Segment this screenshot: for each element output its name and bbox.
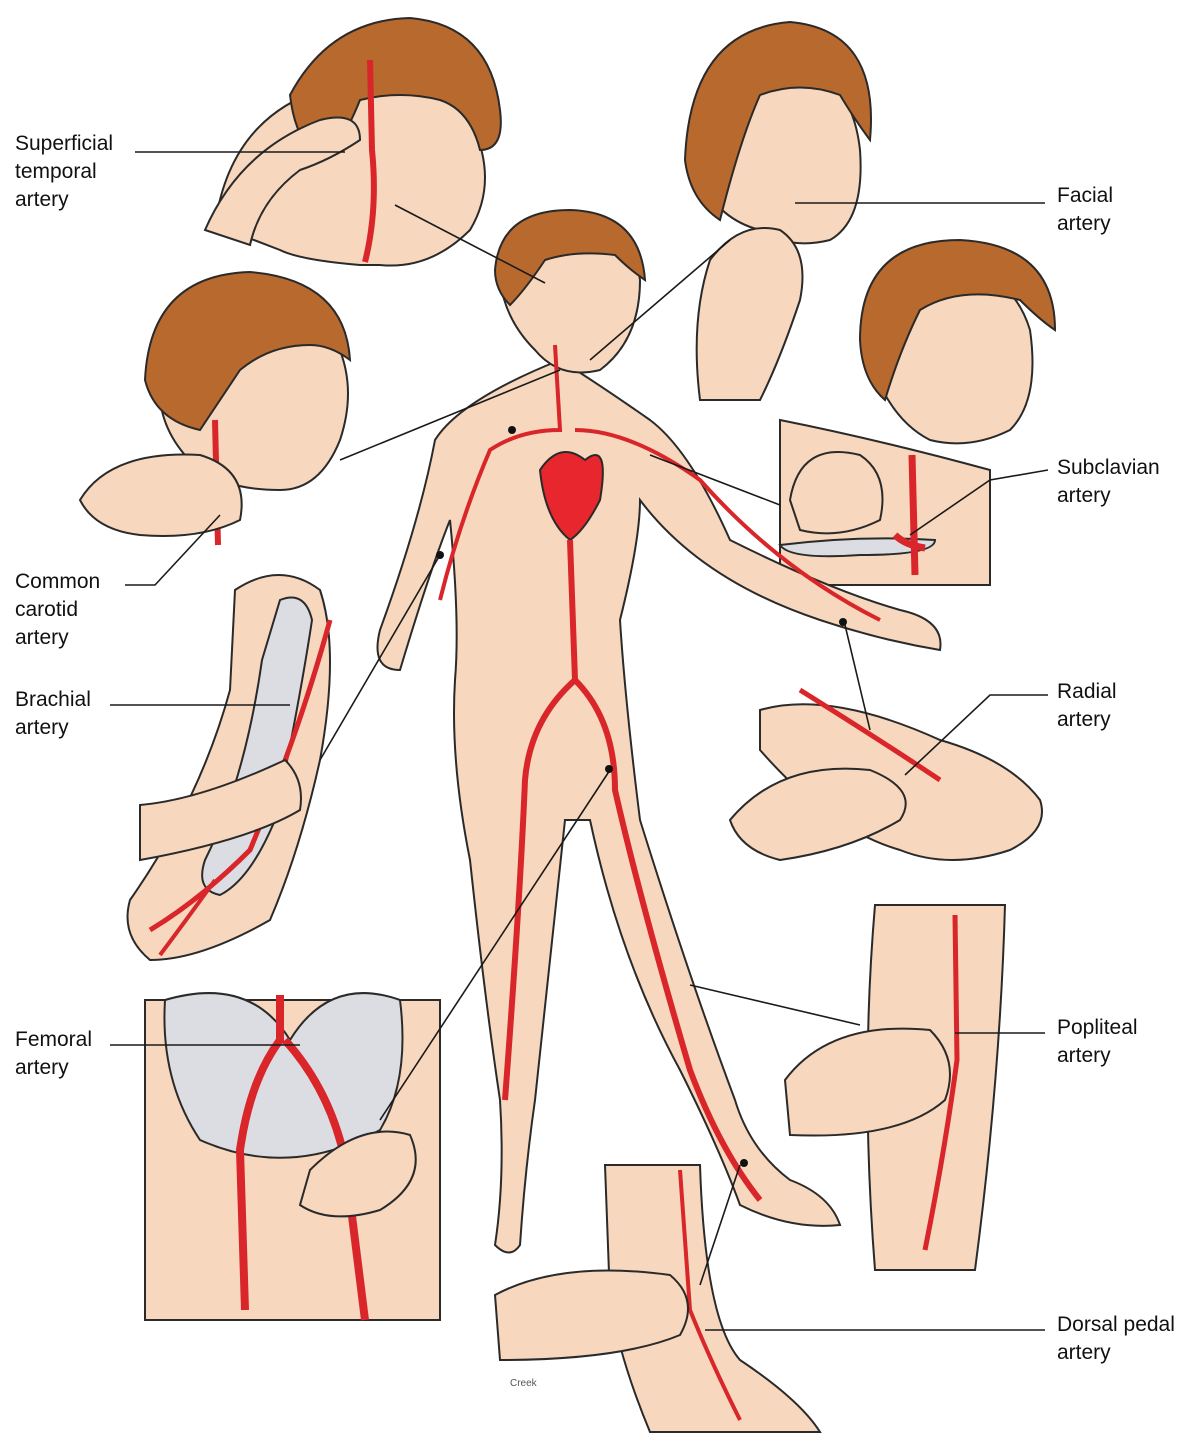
label-line: Superficial bbox=[15, 130, 113, 158]
subclavian-head-illustration bbox=[780, 240, 1055, 585]
artist-credit: Creek bbox=[510, 1378, 537, 1389]
label-line: Femoral bbox=[15, 1026, 92, 1054]
label-line: artery bbox=[15, 1054, 92, 1082]
femoral-pelvis-illustration bbox=[145, 993, 440, 1320]
temporal-head-illustration bbox=[205, 18, 501, 266]
label-line: artery bbox=[1057, 1339, 1175, 1367]
radial-hand-illustration bbox=[730, 690, 1042, 860]
label-line: artery bbox=[1057, 1042, 1138, 1070]
pulse-dot-radial bbox=[839, 618, 847, 626]
label-superficial-temporal-artery: Superficial temporal artery bbox=[15, 130, 113, 214]
pulse-dot-dorsal-pedal bbox=[740, 1159, 748, 1167]
connector-dorsal-pedal-body bbox=[700, 1165, 740, 1285]
label-line: artery bbox=[1057, 706, 1117, 734]
pulse-dot-femoral bbox=[605, 765, 613, 773]
label-common-carotid-artery: Common carotid artery bbox=[15, 568, 100, 652]
label-line: Subclavian bbox=[1057, 454, 1160, 482]
label-line: temporal bbox=[15, 158, 113, 186]
label-line: Radial bbox=[1057, 678, 1117, 706]
label-femoral-artery: Femoral artery bbox=[15, 1026, 92, 1082]
facial-head-illustration bbox=[685, 22, 871, 400]
connector-popliteal-body bbox=[690, 985, 860, 1025]
label-line: artery bbox=[1057, 210, 1113, 238]
label-facial-artery: Facial artery bbox=[1057, 182, 1113, 238]
pulse-dot-brachial bbox=[436, 551, 444, 559]
carotid-head-illustration bbox=[80, 272, 350, 545]
label-line: artery bbox=[15, 714, 91, 742]
brachial-arm-illustration bbox=[128, 575, 331, 960]
label-line: Facial bbox=[1057, 182, 1113, 210]
label-line: artery bbox=[15, 624, 100, 652]
label-dorsal-pedal-artery: Dorsal pedal artery bbox=[1057, 1311, 1175, 1367]
label-radial-artery: Radial artery bbox=[1057, 678, 1117, 734]
label-subclavian-artery: Subclavian artery bbox=[1057, 454, 1160, 510]
pulse-dot-subclavian bbox=[508, 426, 516, 434]
label-line: Brachial bbox=[15, 686, 91, 714]
label-popliteal-artery: Popliteal artery bbox=[1057, 1014, 1138, 1070]
label-line: artery bbox=[1057, 482, 1160, 510]
label-line: Dorsal pedal bbox=[1057, 1311, 1175, 1339]
label-line: Common bbox=[15, 568, 100, 596]
label-brachial-artery: Brachial artery bbox=[15, 686, 91, 742]
label-line: Popliteal bbox=[1057, 1014, 1138, 1042]
label-line: carotid bbox=[15, 596, 100, 624]
label-line: artery bbox=[15, 186, 113, 214]
connector-brachial-body bbox=[320, 555, 440, 760]
